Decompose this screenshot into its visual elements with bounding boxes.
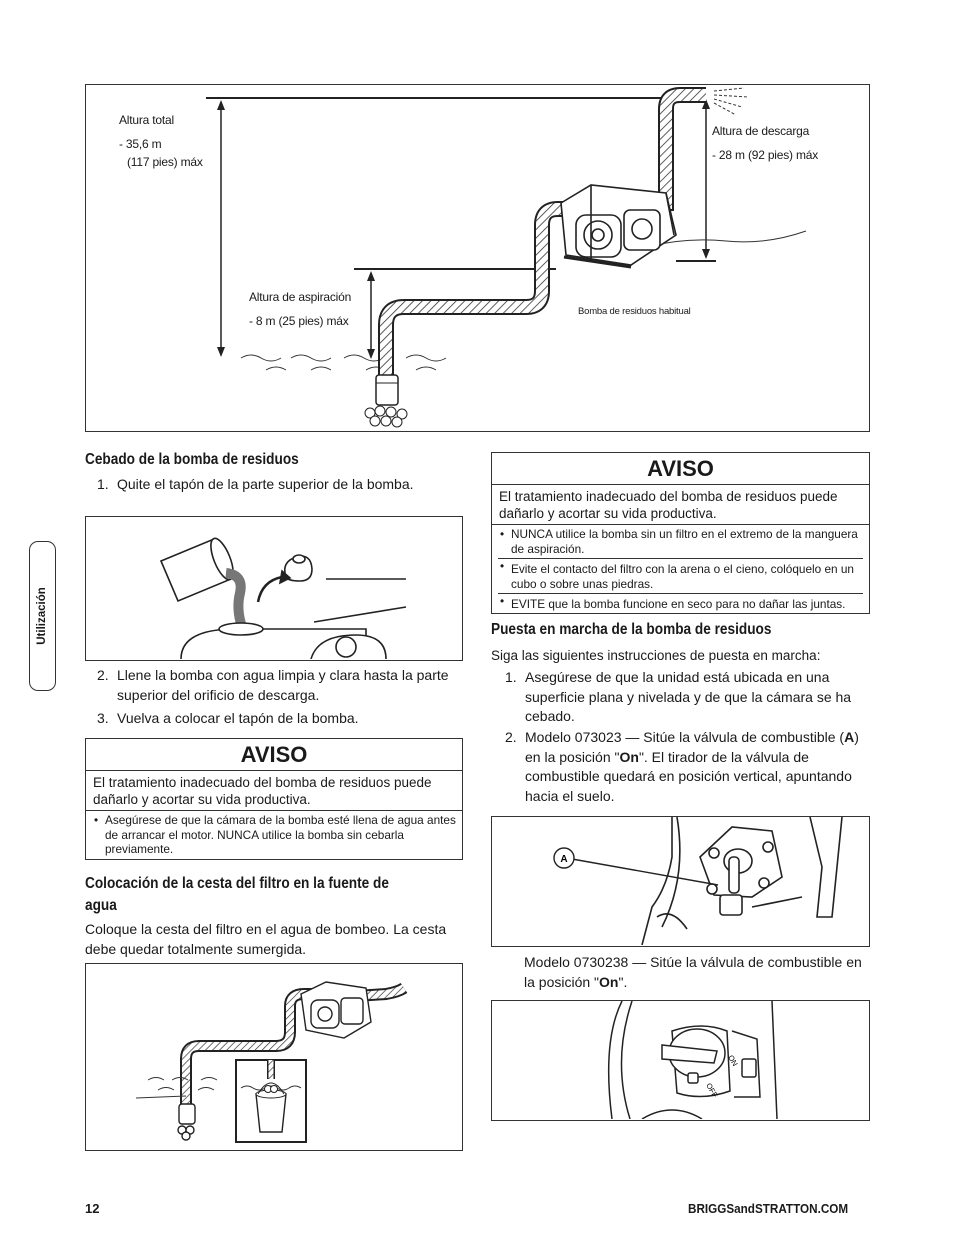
website: BRIGGSandSTRATTON.COM: [688, 1201, 849, 1216]
on-label: On: [599, 973, 619, 990]
step-text-cont: superior del orificio de descarga.: [117, 686, 320, 703]
pump-caption: Bomba de residuos habitual: [578, 306, 691, 317]
notice-title: AVISO: [492, 453, 869, 485]
basket-heading-line1: Colocación de la cesta del filtro en la …: [85, 875, 389, 892]
notice-bullet: EVITE que la bomba funcione en seco para…: [498, 593, 863, 612]
fuel-valve-illustration: A: [553, 816, 843, 946]
notice-title: AVISO: [86, 739, 462, 771]
side-tab: [29, 541, 56, 691]
on-label: On: [619, 748, 639, 765]
step-number: 2.: [505, 729, 517, 745]
callout-a: A: [560, 854, 567, 865]
switch-figure: ON OFF: [491, 1000, 870, 1121]
page-number: 12: [85, 1201, 100, 1216]
notice-bullet: NUNCA utilice la bomba sin un filtro en …: [498, 527, 863, 556]
step-number: 2.: [97, 667, 109, 683]
pump-head-diagram: [206, 87, 807, 428]
model2-text-a: Modelo 0730238 — Sitúe la válvula de com…: [524, 954, 862, 990]
notice-list: NUNCA utilice la bomba sin un filtro en …: [492, 527, 869, 612]
valve-letter: A: [844, 729, 855, 745]
basket-heading-line2: agua: [85, 897, 117, 914]
total-height-label: Altura total: [119, 113, 174, 127]
step-number: 1.: [505, 669, 517, 685]
discharge-label: Altura de descarga: [712, 124, 810, 138]
discharge-value: - 28 m (92 pies) máx: [712, 148, 819, 162]
step-text-b: ) en la posición ": [525, 729, 859, 765]
model2-text-b: ".: [618, 973, 628, 990]
step-text: Llene la bomba con agua limpia y clara h…: [117, 667, 449, 683]
total-height-value-2: (117 pies) máx: [127, 155, 203, 169]
step-number: 1.: [97, 476, 109, 492]
valve-figure: A: [491, 816, 870, 947]
notice-box-right: AVISO El tratamiento inadecuado del bomb…: [491, 452, 870, 614]
side-tab-label: Utilización: [36, 587, 48, 645]
start-heading: Puesta en marcha de la bomba de residuos: [491, 621, 772, 638]
step-text: Quite el tapón de la parte superior de l…: [117, 476, 414, 492]
notice-bullet: Evite el contacto del filtro con la aren…: [498, 558, 863, 591]
notice-box-left: AVISO El tratamiento inadecuado del bomb…: [85, 738, 463, 860]
step-text: Modelo 073023 — Sitúe la válvula de comb…: [525, 728, 865, 806]
notice-body: El tratamiento inadecuado del bomba de r…: [492, 485, 869, 525]
notice-bullet: Asegúrese de que la cámara de la bomba e…: [92, 813, 456, 857]
basket-figure: [85, 963, 463, 1151]
basket-text: Coloque la cesta del filtro en el agua d…: [85, 921, 447, 957]
suction-value: - 8 m (25 pies) máx: [249, 314, 349, 328]
fuel-switch-illustration: ON OFF: [607, 1000, 778, 1120]
priming-illustration: [159, 537, 407, 660]
basket-heading: Colocación de la cesta del filtro en la …: [85, 875, 389, 915]
pour-figure: [85, 516, 463, 661]
notice-body: El tratamiento inadecuado del bomba de r…: [86, 771, 462, 811]
step-text-c: ". El tirador de la válvula de combustib…: [525, 748, 852, 804]
total-height-value-1: - 35,6 m: [119, 137, 162, 151]
step-text: Vuelva a colocar el tapón de la bomba.: [117, 710, 359, 726]
priming-heading: Cebado de la bomba de residuos: [85, 451, 299, 468]
step-text-a: Modelo 073023 — Sitúe la válvula de comb…: [525, 729, 845, 745]
start-intro: Siga las siguientes instrucciones de pue…: [491, 648, 821, 663]
pump-illustration: [560, 184, 677, 269]
basket-illustration: [135, 981, 408, 1143]
step-text: Asegúrese de que la unidad está ubicada …: [525, 669, 852, 724]
step-number: 3.: [97, 710, 109, 726]
model2-text: Modelo 0730238 — Sitúe la válvula de com…: [524, 953, 869, 992]
notice-list: Asegúrese de que la cámara de la bomba e…: [86, 813, 462, 857]
suction-label: Altura de aspiración: [249, 290, 352, 304]
top-figure: Altura total - 35,6 m (117 pies) máx Alt…: [85, 84, 870, 432]
